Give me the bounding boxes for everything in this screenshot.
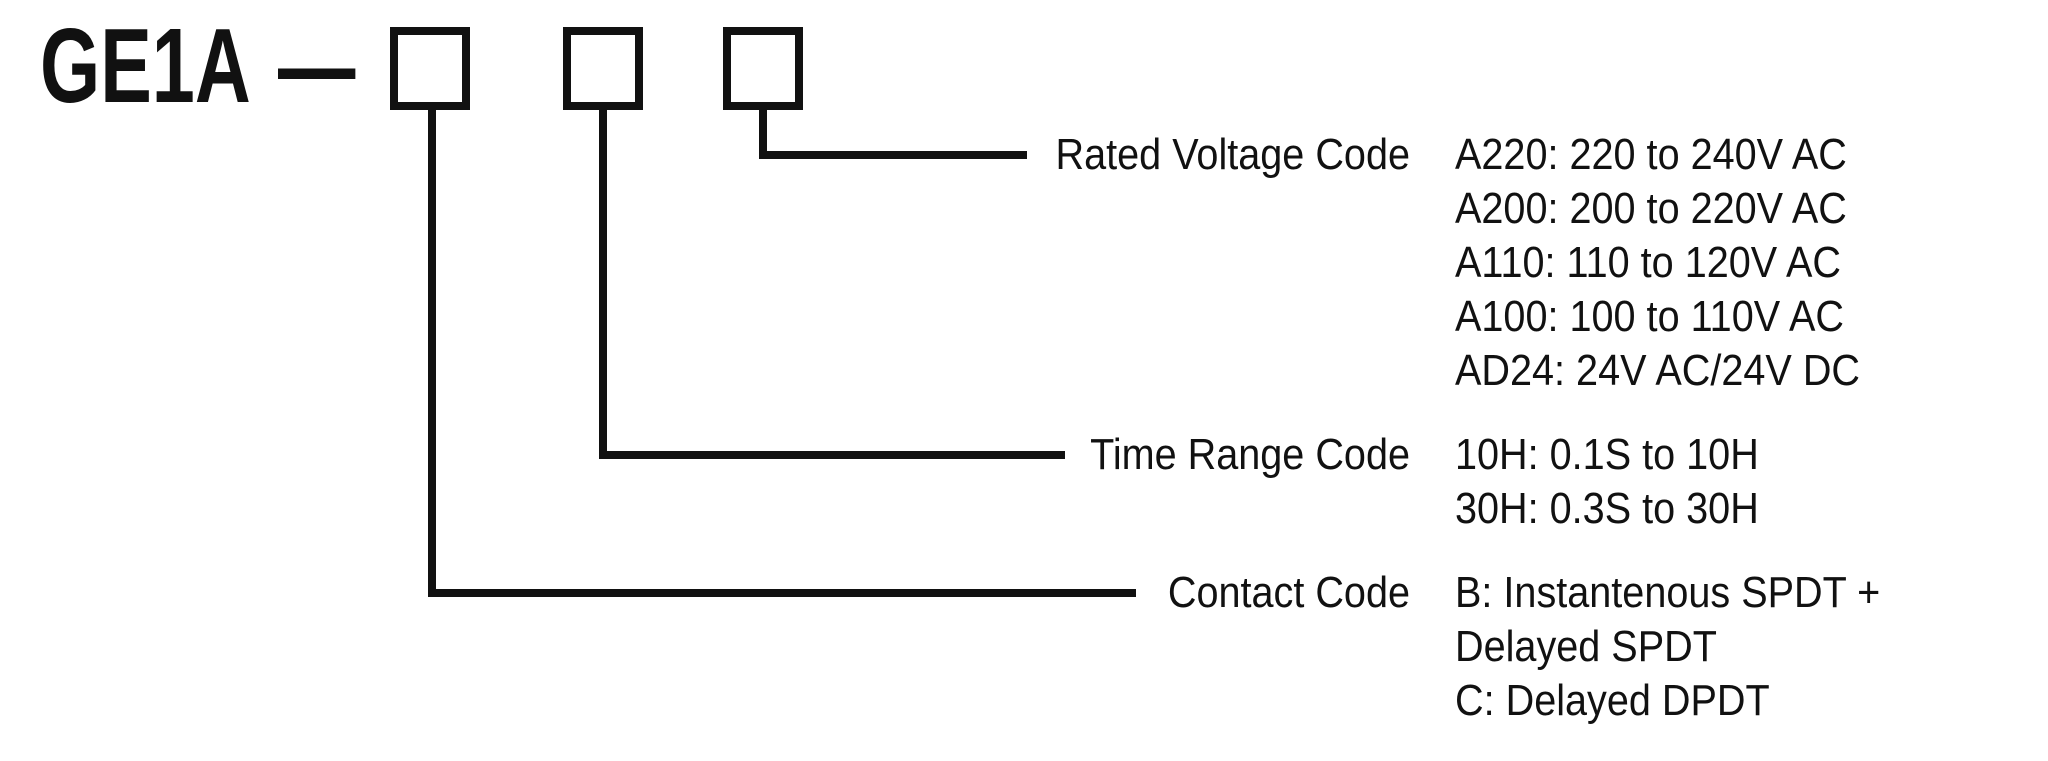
rated-voltage-values: A220: 220 to 240V AC A200: 200 to 220V A… xyxy=(1455,128,1995,398)
rated-voltage-value: A220: 220 to 240V AC xyxy=(1455,130,1847,179)
time-range-values: 10H: 0.1S to 10H 30H: 0.3S to 30H xyxy=(1455,428,1995,536)
contact-connector-vertical xyxy=(428,106,436,597)
rated-voltage-value: A200: 200 to 220V AC xyxy=(1455,184,1847,233)
contact-value: B: Instantenous SPDT + xyxy=(1455,568,1881,617)
time-range-code-box xyxy=(563,27,643,110)
time-range-connector-vertical xyxy=(599,106,607,459)
time-range-value: 10H: 0.1S to 10H xyxy=(1455,430,1759,479)
contact-values: B: Instantenous SPDT + Delayed SPDT C: D… xyxy=(1455,566,1995,728)
contact-code-label: Contact Code xyxy=(1167,568,1410,617)
rated-voltage-code-box xyxy=(723,27,803,110)
page-title: GE1A xyxy=(40,7,251,125)
contact-value: C: Delayed DPDT xyxy=(1455,676,1770,725)
time-range-value: 30H: 0.3S to 30H xyxy=(1455,484,1759,533)
time-range-code-label: Time Range Code xyxy=(1090,430,1410,479)
contact-code-box xyxy=(390,27,470,110)
time-range-connector-horizontal xyxy=(599,451,1065,459)
rated-voltage-connector-vertical xyxy=(759,106,767,159)
rated-voltage-value: A110: 110 to 120V AC xyxy=(1455,238,1842,287)
rated-voltage-value: AD24: 24V AC/24V DC xyxy=(1455,346,1861,395)
rated-voltage-code-label: Rated Voltage Code xyxy=(1055,130,1410,179)
contact-value: Delayed SPDT xyxy=(1455,622,1717,671)
contact-connector-horizontal xyxy=(428,589,1136,597)
rated-voltage-connector-horizontal xyxy=(759,151,1027,159)
rated-voltage-value: A100: 100 to 110V AC xyxy=(1455,292,1844,341)
dash-separator: — xyxy=(278,7,356,125)
